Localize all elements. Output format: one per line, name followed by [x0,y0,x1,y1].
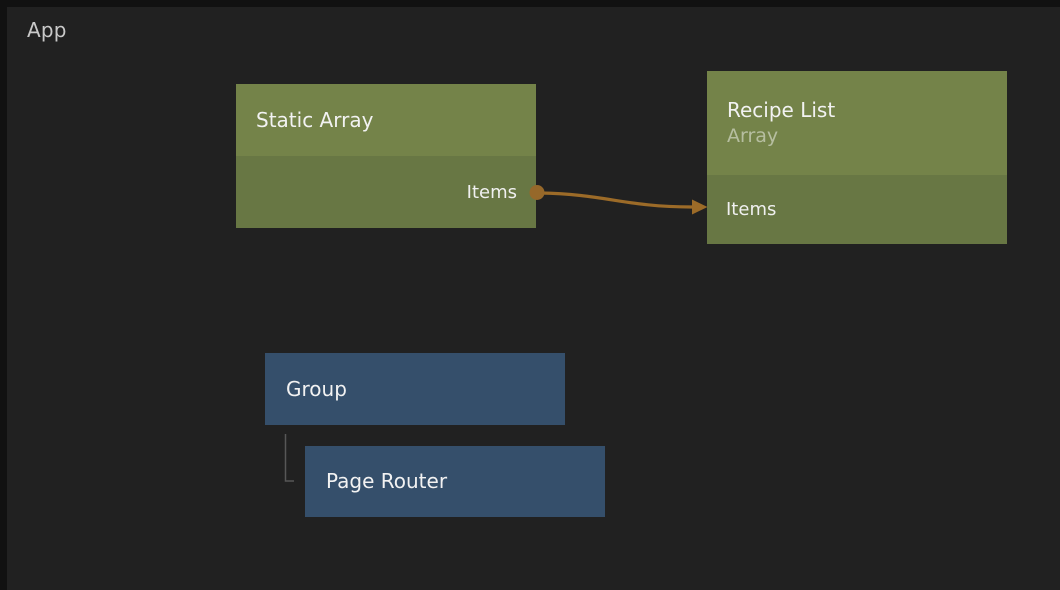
canvas-left-border [0,0,7,590]
canvas-top-border [0,0,1060,7]
node-title: Recipe List [727,97,836,122]
connection-arrowhead-icon [692,199,708,215]
input-port-row[interactable]: Items [726,199,988,220]
port-label-items-output: Items [466,181,517,203]
node-static-array[interactable]: Static Array Items [236,84,536,228]
node-title: Group [286,376,347,401]
node-group[interactable]: Group [265,353,565,425]
node-recipe-list[interactable]: Recipe List Array Items [707,71,1007,244]
tree-connector-group-pagerouter [284,434,294,482]
connection-staticarray-items-to-recipelist-items[interactable] [538,191,694,209]
node-title: Page Router [326,469,448,493]
output-port-row[interactable]: Items [255,182,517,203]
node-page-router[interactable]: Page Router [305,446,605,517]
component-breadcrumb-app: App [27,18,67,42]
node-title: Static Array [256,107,374,132]
port-label-items-input: Items [726,199,777,220]
node-subtitle: Array [727,124,779,147]
